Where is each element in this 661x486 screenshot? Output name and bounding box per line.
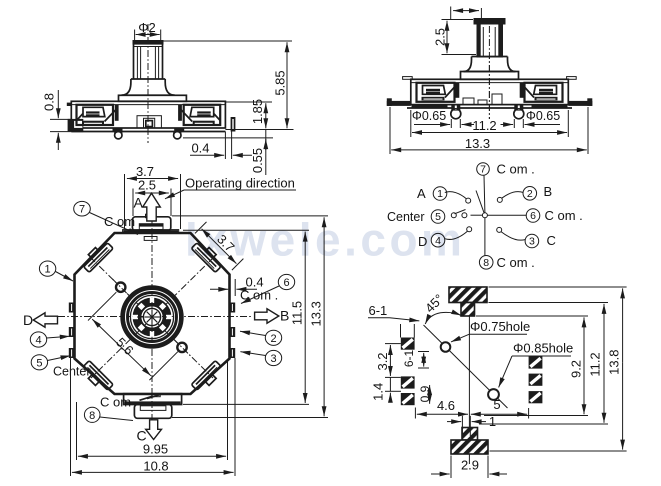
svg-text:1.4: 1.4 xyxy=(370,383,385,401)
svg-text:4.6: 4.6 xyxy=(437,398,455,413)
svg-text:A: A xyxy=(134,195,144,211)
svg-text:9.2: 9.2 xyxy=(569,360,584,378)
svg-text:B: B xyxy=(280,308,289,324)
svg-text:8: 8 xyxy=(483,257,489,269)
svg-text:13.8: 13.8 xyxy=(607,350,622,375)
svg-text:1: 1 xyxy=(437,188,443,200)
svg-text:Φ0.75hole: Φ0.75hole xyxy=(470,319,530,334)
svg-text:4: 4 xyxy=(435,235,441,247)
svg-text:1: 1 xyxy=(45,264,51,276)
svg-text:C om .: C om . xyxy=(545,208,583,223)
svg-text:1.85: 1.85 xyxy=(250,99,265,124)
svg-text:2: 2 xyxy=(270,333,276,345)
svg-text:C om: C om xyxy=(100,395,131,410)
svg-text:3: 3 xyxy=(270,353,276,365)
svg-text:C om .: C om . xyxy=(104,214,142,229)
svg-text:C om .: C om . xyxy=(497,162,535,177)
svg-text:0.4: 0.4 xyxy=(191,141,209,156)
svg-text:5: 5 xyxy=(493,397,500,412)
svg-text:11.5: 11.5 xyxy=(290,301,305,325)
svg-text:0.4: 0.4 xyxy=(246,275,264,290)
svg-text:2.5: 2.5 xyxy=(138,177,156,192)
svg-text:3.7: 3.7 xyxy=(136,164,154,179)
svg-text:5: 5 xyxy=(435,211,441,223)
svg-text:Operating direction: Operating direction xyxy=(185,176,295,191)
svg-text:1: 1 xyxy=(489,414,496,429)
svg-text:4: 4 xyxy=(35,335,41,347)
svg-text:6: 6 xyxy=(283,277,289,289)
svg-text:Φ0.65: Φ0.65 xyxy=(526,109,560,123)
svg-text:A: A xyxy=(417,186,426,201)
svg-text:0.8: 0.8 xyxy=(42,93,57,111)
svg-text:2.5: 2.5 xyxy=(433,28,448,46)
svg-text:Φ0.85hole: Φ0.85hole xyxy=(513,341,573,356)
svg-text:13.3: 13.3 xyxy=(465,136,490,151)
svg-text:D: D xyxy=(418,234,427,249)
svg-text:2.9: 2.9 xyxy=(461,458,479,473)
svg-text:2: 2 xyxy=(527,188,533,200)
svg-text:11.2: 11.2 xyxy=(472,118,496,133)
svg-text:8: 8 xyxy=(89,410,95,422)
svg-text:13.3: 13.3 xyxy=(309,301,324,326)
svg-text:C: C xyxy=(547,233,556,248)
svg-text:B: B xyxy=(544,184,553,199)
svg-text:D: D xyxy=(23,312,33,328)
svg-text:45°: 45° xyxy=(422,291,447,316)
svg-text:0.55: 0.55 xyxy=(250,148,265,173)
svg-text:Center: Center xyxy=(53,365,91,379)
svg-text:C om .: C om . xyxy=(240,288,278,303)
svg-text:6-1: 6-1 xyxy=(369,303,388,318)
svg-text:7: 7 xyxy=(79,204,85,216)
svg-text:3: 3 xyxy=(529,236,535,248)
svg-text:5: 5 xyxy=(36,357,42,369)
svg-text:lxwele.com: lxwele.com xyxy=(185,214,465,266)
svg-text:Φ0.65: Φ0.65 xyxy=(412,109,446,123)
svg-text:C om .: C om . xyxy=(497,255,535,270)
svg-text:11.2: 11.2 xyxy=(588,352,603,376)
svg-text:3.2: 3.2 xyxy=(375,352,390,370)
svg-text:5.85: 5.85 xyxy=(273,70,288,95)
svg-text:10.8: 10.8 xyxy=(143,459,168,474)
svg-text:6: 6 xyxy=(530,210,536,222)
svg-text:C: C xyxy=(137,428,147,444)
svg-text:Center: Center xyxy=(387,210,425,224)
svg-text:6-1: 6-1 xyxy=(402,350,416,368)
svg-text:7: 7 xyxy=(480,164,486,176)
svg-text:9.95: 9.95 xyxy=(143,442,168,457)
svg-text:Φ2: Φ2 xyxy=(138,20,156,35)
